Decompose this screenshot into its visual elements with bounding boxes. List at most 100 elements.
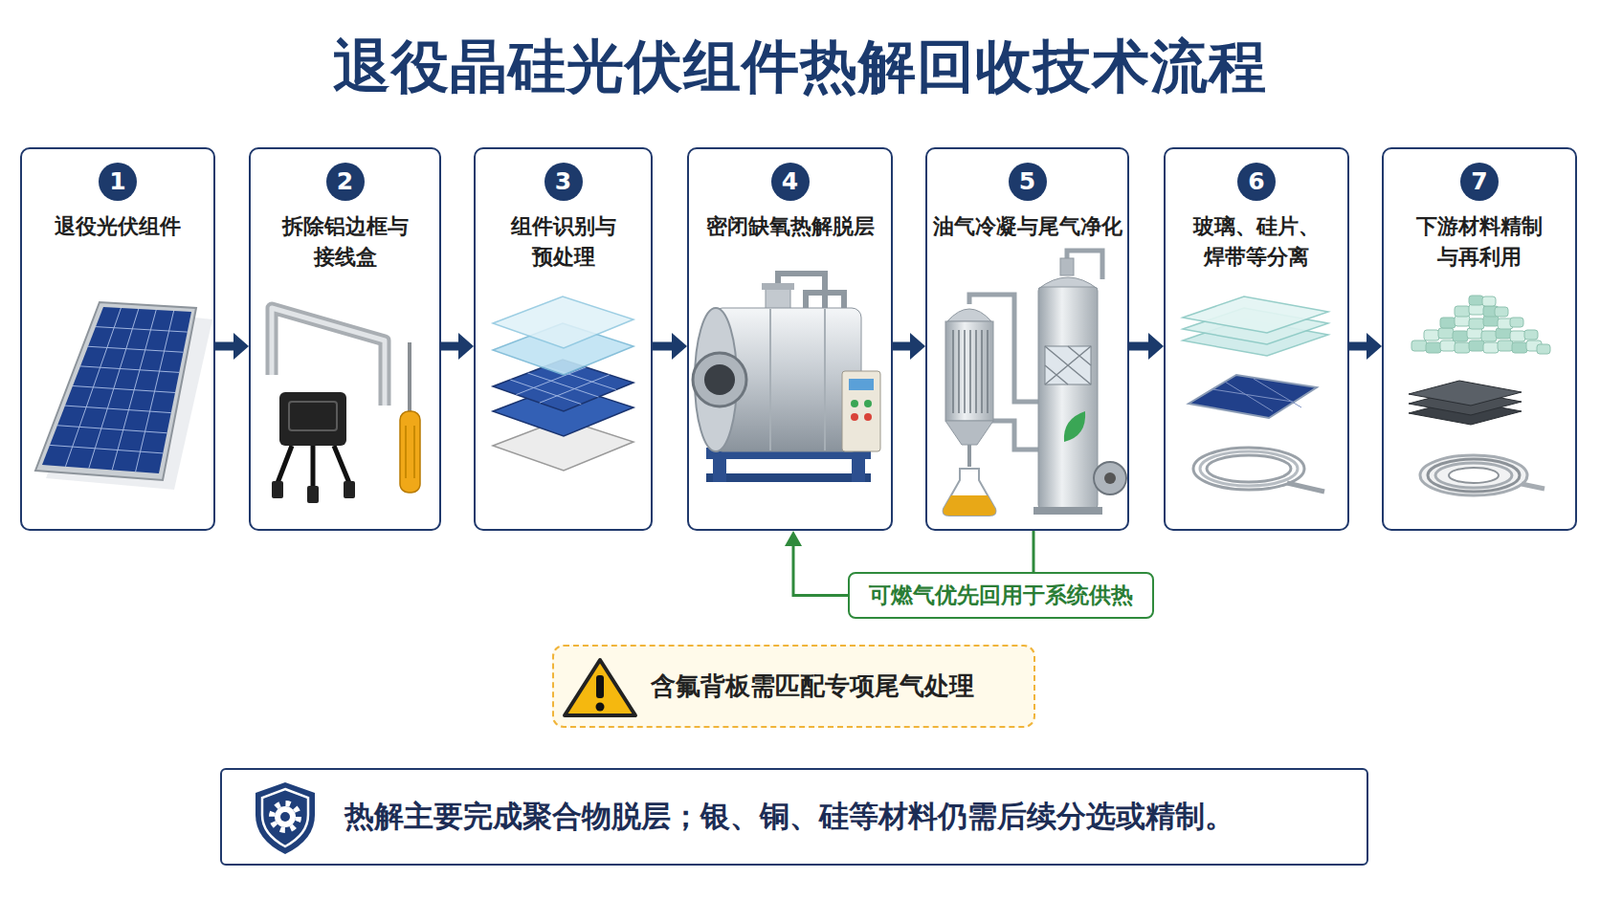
shield-gear-icon (255, 782, 315, 855)
callout-number: 6 (1247, 167, 1265, 197)
recycled-products-illustration-part-part (1440, 340, 1456, 352)
condenser-scrubber-illustration-part (943, 495, 997, 516)
recycled-products-illustration-part-part (1510, 317, 1524, 328)
flow-arrow (441, 333, 474, 360)
module-layers-illustration-part (492, 384, 634, 437)
separated-materials-illustration-part (1182, 296, 1329, 334)
node-text: 组件识别与 预处理 (506, 211, 622, 273)
separated-materials-illustration-part (1182, 319, 1329, 356)
module-layers-illustration (492, 296, 634, 471)
screwdriver-illustration-part (404, 425, 407, 479)
recycled-products-illustration-part-part (1526, 340, 1542, 352)
separated-materials-illustration-part (1206, 455, 1291, 483)
screwdriver-illustration-part (413, 425, 416, 479)
module-layers-illustration-part (492, 419, 634, 471)
arrow-head (1366, 333, 1382, 360)
step-number: 2 (326, 162, 365, 201)
pyrolysis-furnace-illustration-part (777, 273, 825, 311)
junction-box-illustration-part (343, 481, 356, 499)
solar-panel-illustration (35, 302, 213, 490)
connector-line (1032, 531, 1036, 573)
solar-panel-illustration-part-part (57, 425, 168, 434)
recycled-products-illustration-part-part (1483, 315, 1499, 327)
node-text: 含氟背板需匹配专项尾气处理 (650, 669, 975, 704)
pyrolysis-furnace-illustration-part (823, 309, 826, 451)
module-layers-illustration-part-part (545, 366, 617, 391)
node-text: 可燃气优先回用于系统供热 (868, 580, 1134, 611)
module-layers-illustration-part (492, 359, 634, 412)
connector-line (892, 342, 915, 352)
recycled-products-illustration-part-part (1483, 342, 1499, 354)
callout-number: 1 (109, 167, 126, 197)
pyrolysis-furnace-illustration-part (805, 292, 845, 318)
pyrolysis-furnace-illustration-part (761, 283, 795, 290)
recycled-products-illustration-part (1411, 295, 1551, 355)
callout-number: 5 (1019, 167, 1036, 197)
connector-line (1129, 342, 1154, 352)
condenser-scrubber-illustration-part (945, 321, 994, 422)
module-layers-illustration-part (492, 296, 634, 349)
connector-line (441, 342, 464, 352)
node-text: 密闭缺氧热解脱层 (694, 211, 887, 243)
junction-box-illustration-part (279, 392, 347, 446)
recycled-products-illustration-part (1435, 463, 1512, 489)
junction-box-illustration-part (307, 486, 319, 504)
recycled-products-illustration-part-part (1411, 340, 1427, 352)
node-text: 油气冷凝与尾气净化 (929, 211, 1126, 243)
recycled-products-illustration-part (1408, 400, 1522, 425)
pyrolysis-furnace-illustration-part (850, 400, 859, 408)
arrow-head (784, 531, 802, 547)
solar-panel-illustration-part-part (135, 311, 175, 472)
solar-panel-illustration-part (42, 307, 192, 474)
arrow-head (458, 333, 474, 360)
flow-arrow (1349, 333, 1382, 360)
solar-panel-illustration-part-part (49, 444, 163, 454)
recycled-products-illustration-part (1448, 467, 1499, 484)
screwdriver-illustration-part (400, 411, 421, 493)
process-box: 密闭缺氧热解脱层 4 (687, 147, 893, 532)
note-box: 热解主要完成聚合物脱层；银、铜、硅等材料仍需后续分选或精制。 (220, 768, 1369, 867)
aluminum-frame-illustration-part (271, 308, 385, 406)
condenser-scrubber-illustration-part-part (975, 330, 978, 414)
pyrolysis-furnace-illustration-part (692, 353, 747, 407)
condenser-scrubber-illustration-part (1044, 346, 1091, 385)
recycled-products-illustration-part-part (1425, 342, 1442, 354)
junction-box-illustration-part (277, 445, 350, 489)
callout-number: 4 (781, 167, 799, 197)
screwdriver-illustration (400, 342, 421, 493)
recycled-products-illustration-part-part (1497, 340, 1513, 352)
shield-gear-icon-part (280, 812, 290, 823)
node-text: 下游材料精制 与再利用 (1407, 211, 1552, 273)
arrow-head (233, 333, 249, 360)
solar-panel-illustration-part (49, 308, 188, 472)
condenser-scrubber-illustration-part (943, 468, 997, 516)
module-layers-illustration-part-part (539, 375, 610, 403)
callout-number: 3 (555, 167, 572, 197)
callout-number: 2 (336, 167, 354, 197)
condenser-scrubber-illustration-part (991, 421, 1039, 450)
feedback-label-box: 可燃气优先回用于系统供热 (847, 572, 1155, 620)
shield-gear-icon-part (262, 789, 309, 847)
connector-line (793, 541, 848, 596)
arrow-head (1148, 333, 1164, 360)
recycled-products-illustration-part (1521, 484, 1545, 489)
separated-materials-illustration-part (1188, 375, 1317, 419)
condenser-scrubber-illustration-part (967, 444, 972, 467)
solar-panel-illustration-part-part (65, 308, 121, 467)
solar-panel-illustration-part (45, 308, 213, 490)
recycled-products-illustration-part-part (1495, 328, 1512, 339)
condenser-scrubber-illustration-part (947, 309, 992, 322)
pyrolysis-furnace-illustration-part (848, 378, 874, 391)
flow-arrow (784, 531, 848, 597)
solar-panel-illustration-part-part (88, 309, 139, 469)
solar-panel-illustration-part-part (95, 327, 188, 334)
pyrolysis-furnace-illustration-part (864, 400, 872, 408)
condenser-scrubber-illustration-part (1064, 411, 1086, 443)
solar-panel-illustration-part-part (80, 366, 179, 374)
recycled-products-illustration-part-part (1454, 342, 1470, 354)
junction-box-illustration-part (271, 481, 284, 499)
pyrolysis-furnace-illustration-part (765, 287, 791, 311)
process-box: 拆除铝边框与 接线盒2 (248, 147, 442, 532)
separated-materials-illustration (1182, 296, 1329, 492)
